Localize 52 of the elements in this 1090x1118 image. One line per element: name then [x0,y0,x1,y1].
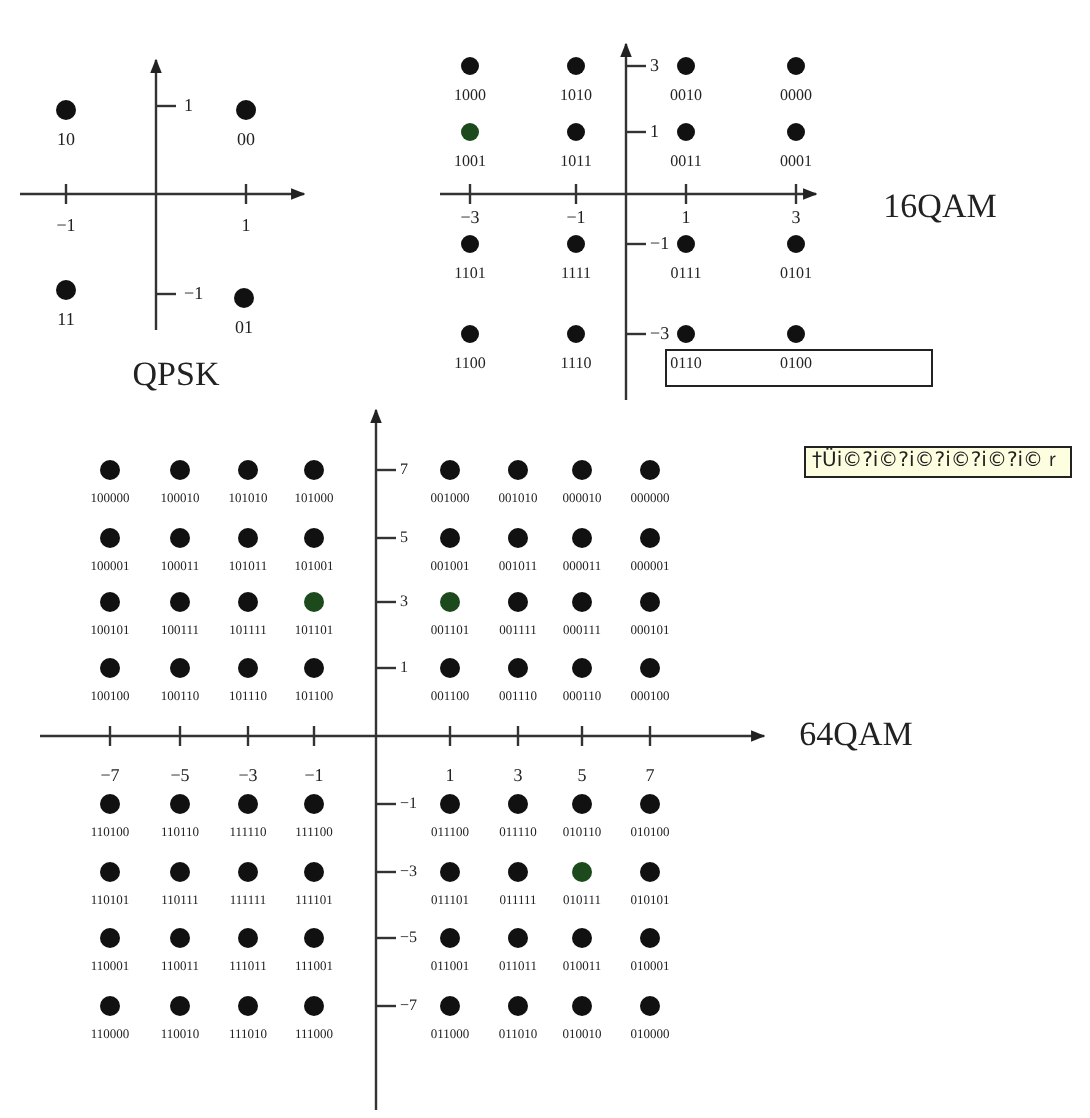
tick-label: 3 [791,209,801,227]
tick-label: −7 [100,767,120,785]
point-label: 0101 [780,266,812,282]
tick-label: −3 [650,325,670,343]
tick-label: −1 [400,796,418,812]
tick-label: 1 [650,123,659,141]
point-label: 0011 [670,154,702,170]
point-label: 0111 [670,266,702,282]
chart-title: 64QAM [799,717,913,751]
point-label: 1001 [454,154,486,170]
point-label: 0110 [670,356,702,372]
tick-label: 7 [645,767,655,785]
point-label: 1100 [454,356,486,372]
point-label: 1011 [560,154,592,170]
tick-label: 3 [400,594,408,610]
tick-label: 1 [681,209,691,227]
tick-label: 5 [400,530,408,546]
tick-label: 7 [400,462,408,478]
point-label: 00 [237,131,255,149]
tick-label: −1 [304,767,324,785]
tick-label: 5 [577,767,587,785]
point-label: 1110 [560,356,592,372]
tick-label: −1 [650,235,670,253]
tick-label: −5 [400,930,418,946]
tick-label: 1 [445,767,455,785]
point-label: 0000 [780,88,812,104]
tick-label: −3 [238,767,258,785]
point-label: 1010 [560,88,592,104]
note-text: †Üi©?i©?i©?i©?i©?i©ｒ [804,446,1072,478]
tick-label: 1 [241,217,251,235]
tick-label: 3 [513,767,523,785]
point-label: 0100 [780,356,812,372]
tick-label: −3 [400,864,418,880]
tick-label: −1 [184,285,204,303]
tick-label: 3 [650,57,659,75]
point-label: 0010 [670,88,702,104]
tick-label: 1 [400,660,408,676]
tick-label: −3 [460,209,480,227]
tick-label: −7 [400,998,418,1014]
tick-label: −1 [566,209,586,227]
point-label: 1101 [454,266,486,282]
tick-label: 1 [184,97,193,115]
tick-label: −1 [56,217,76,235]
point-label: 11 [57,311,75,329]
tick-label: −5 [170,767,190,785]
point-label: 10 [57,131,75,149]
point-label: 1111 [560,266,592,282]
chart-title: 16QAM [883,189,997,223]
point-label: 0001 [780,154,812,170]
chart-title: QPSK [132,357,220,391]
point-label: 01 [235,319,253,337]
point-label: 1000 [454,88,486,104]
